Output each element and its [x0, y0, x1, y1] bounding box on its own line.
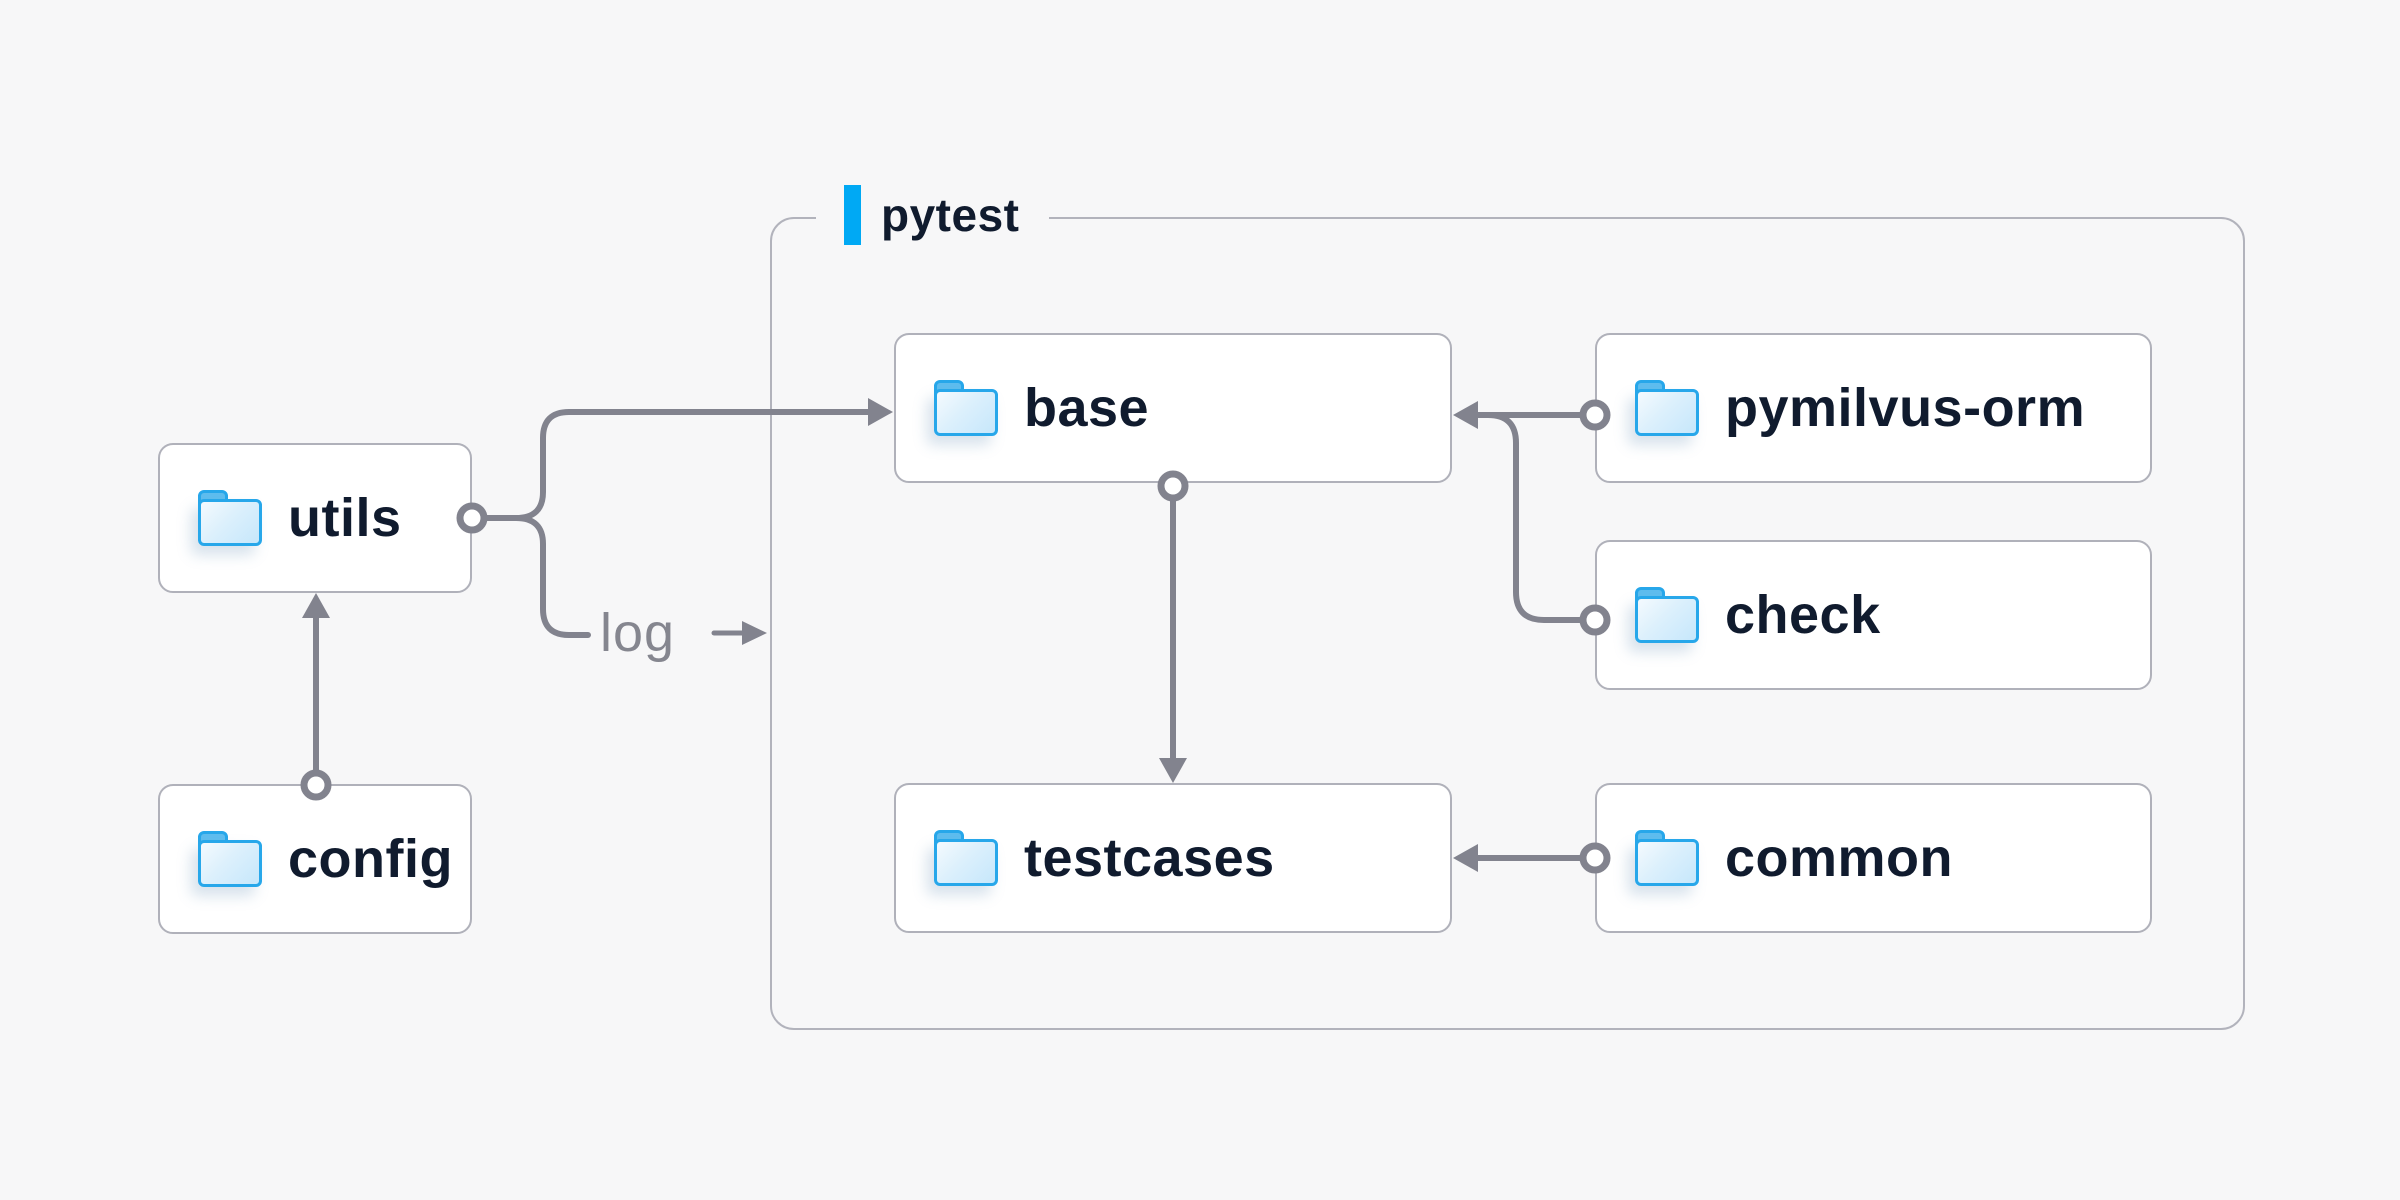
folder-node-testcases: testcases	[894, 783, 1452, 933]
edge-label-log: log	[600, 603, 676, 663]
folder-node-check: check	[1595, 540, 2152, 690]
pytest-group-title: pytest	[881, 189, 1020, 241]
node-label: testcases	[1024, 828, 1275, 888]
folder-icon	[1635, 830, 1699, 886]
folder-icon	[1635, 380, 1699, 436]
node-label: base	[1024, 378, 1150, 438]
folder-node-utils: utils	[158, 443, 472, 593]
folder-node-common: common	[1595, 783, 2152, 933]
node-label: check	[1725, 585, 1881, 645]
folder-icon	[934, 380, 998, 436]
node-label: common	[1725, 828, 1954, 888]
folder-node-config: config	[158, 784, 472, 934]
pytest-group-container	[770, 217, 2245, 1030]
accent-bar	[844, 185, 861, 245]
edge-utils-to-log	[483, 515, 591, 638]
folder-icon	[934, 830, 998, 886]
arrowhead-into-utils-bottom	[302, 593, 330, 618]
folder-icon	[198, 490, 262, 546]
folder-node-base: base	[894, 333, 1452, 483]
pytest-group-label: pytest	[816, 183, 1050, 247]
folder-node-pymilvus-orm: pymilvus-orm	[1595, 333, 2152, 483]
folder-icon	[198, 831, 262, 887]
node-label: pymilvus-orm	[1725, 378, 2086, 438]
node-label: config	[288, 829, 453, 889]
arrowhead-log	[742, 621, 767, 645]
node-label: utils	[288, 488, 402, 548]
folder-icon	[1635, 587, 1699, 643]
